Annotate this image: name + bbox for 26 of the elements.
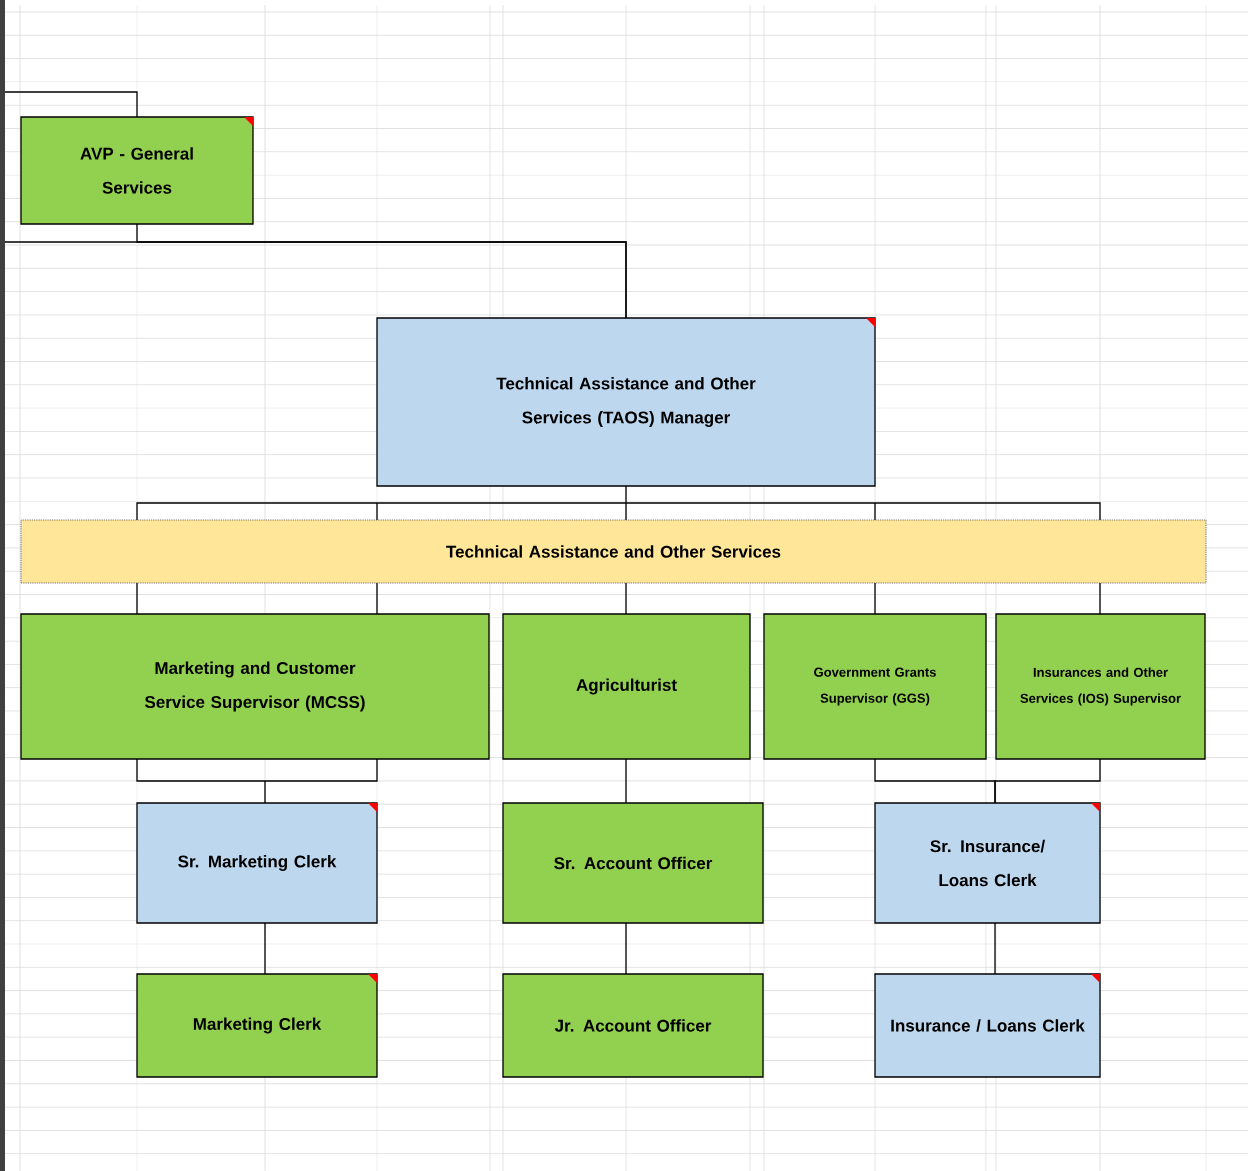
connector-line (264, 922, 266, 975)
position-box: Marketing and Customer Service Supervisor (MCSS) (20, 613, 490, 760)
position-box: Technical Assistance and Other Services (TAOS) Manager (376, 317, 876, 487)
position-box: Insurances and Other Services (IOS) Supervisor (995, 613, 1206, 760)
position-box: Sr. Marketing Clerk (136, 802, 378, 924)
connector-line (625, 582, 627, 615)
connector-line (625, 922, 627, 975)
connector-line (994, 758, 1101, 804)
position-box: Agriculturist (502, 613, 751, 760)
connector-line (1099, 582, 1101, 615)
position-box: Sr. Insurance/ Loans Clerk (874, 802, 1101, 924)
position-box: Insurance / Loans Clerk (874, 973, 1101, 1078)
connector-line (4, 91, 138, 118)
connector-line (874, 582, 876, 615)
connector-line (994, 922, 996, 975)
position-box: Jr. Account Officer (502, 973, 764, 1078)
connector-line (4, 241, 627, 319)
connector-line (136, 758, 378, 804)
position-box: Marketing Clerk (136, 973, 378, 1078)
connector-line (625, 758, 627, 804)
connector-line (136, 485, 1101, 521)
position-box: Government Grants Supervisor (GGS) (763, 613, 987, 760)
position-box: AVP - General Services (20, 116, 254, 225)
section-band: Technical Assistance and Other Services (20, 519, 1207, 584)
position-box: Sr. Account Officer (502, 802, 764, 924)
connector-line (136, 582, 378, 615)
